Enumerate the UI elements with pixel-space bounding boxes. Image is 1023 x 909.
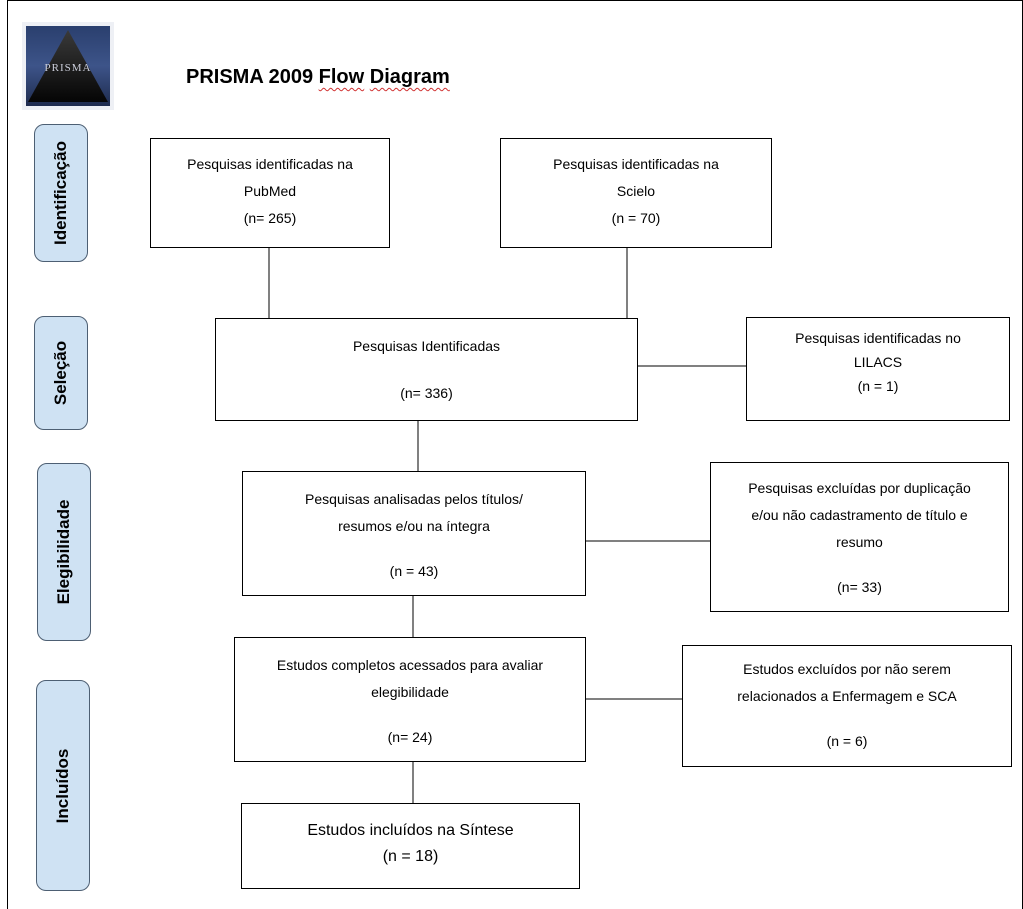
box-excluidos-count: (n = 6) [826,733,868,749]
box-excluidas-duplicacao: Pesquisas excluídas por duplicação e/ou … [710,462,1009,612]
title-word-diagram: Diagram [369,66,450,88]
box-completos-line2: elegibilidade [371,684,449,700]
box-excluidos-line1: Estudos excluídos por não serem [743,661,951,677]
box-scielo: Pesquisas identificadas na Scielo (n = 7… [500,138,772,248]
prisma-logo: PRISMA [22,22,114,110]
box-pubmed-line2: PubMed [243,183,297,199]
prisma-logo-graphic [22,22,114,110]
stage-elegibilidade: Elegibilidade [37,463,91,641]
box-pubmed-count: (n= 265) [243,210,297,226]
logo-text: PRISMA [44,62,92,74]
box-scielo-line2: Scielo [616,183,656,199]
box-scielo-count: (n = 70) [611,210,661,226]
page-border-top [7,0,1023,1]
box-lilacs-line1: Pesquisas identificadas no [795,330,961,346]
box-excluidas-line1: Pesquisas excluídas por duplicação [748,480,971,496]
box-excluidas-line3: resumo [836,534,883,550]
box-pubmed-line1: Pesquisas identificadas na [187,156,353,172]
box-estudos-completos: Estudos completos acessados para avaliar… [234,637,586,762]
box-completos-count: (n= 24) [387,729,433,745]
box-sintese-line1: Estudos incluídos na Síntese [307,822,514,839]
box-identificadas-count: (n= 336) [400,385,453,401]
box-pesquisas-identificadas: Pesquisas Identificadas (n= 336) [215,318,638,421]
box-analisadas-line1: Pesquisas analisadas pelos títulos/ [305,491,523,507]
box-pubmed: Pesquisas identificadas na PubMed (n= 26… [150,138,390,248]
box-pesquisas-analisadas: Pesquisas analisadas pelos títulos/ resu… [242,471,586,596]
box-sintese-count: (n = 18) [382,848,439,865]
box-completos-line1: Estudos completos acessados para avaliar [276,657,544,673]
box-lilacs-count: (n = 1) [857,378,899,394]
page-border-left [7,0,8,909]
stage-incluidos: Incluídos [36,680,90,891]
box-excluidas-count: (n= 33) [837,579,882,595]
title-prefix: PRISMA 2009 [186,66,319,88]
box-identificadas-line1: Pesquisas Identificadas [352,338,501,354]
box-scielo-line1: Pesquisas identificadas na [553,156,719,172]
stage-identificacao: Identificação [34,124,88,262]
box-excluidos-line2: relacionados a Enfermagem e SCA [737,688,957,704]
box-lilacs: Pesquisas identificadas no LILACS (n = 1… [746,317,1010,421]
page-title: PRISMA 2009 Flow Diagram [186,66,450,89]
box-excluidos-enfermagem: Estudos excluídos por não serem relacion… [682,645,1012,767]
title-word-flow: Flow [318,66,365,88]
box-analisadas-line2: resumos e/ou na íntegra [338,518,490,534]
box-excluidas-line2: e/ou não cadastramento de título e [751,507,968,523]
box-lilacs-line2: LILACS [853,354,903,370]
stage-selecao: Seleção [34,316,88,430]
box-estudos-incluidos-sintese: Estudos incluídos na Síntese (n = 18) [241,803,580,889]
box-analisadas-count: (n = 43) [389,563,439,579]
